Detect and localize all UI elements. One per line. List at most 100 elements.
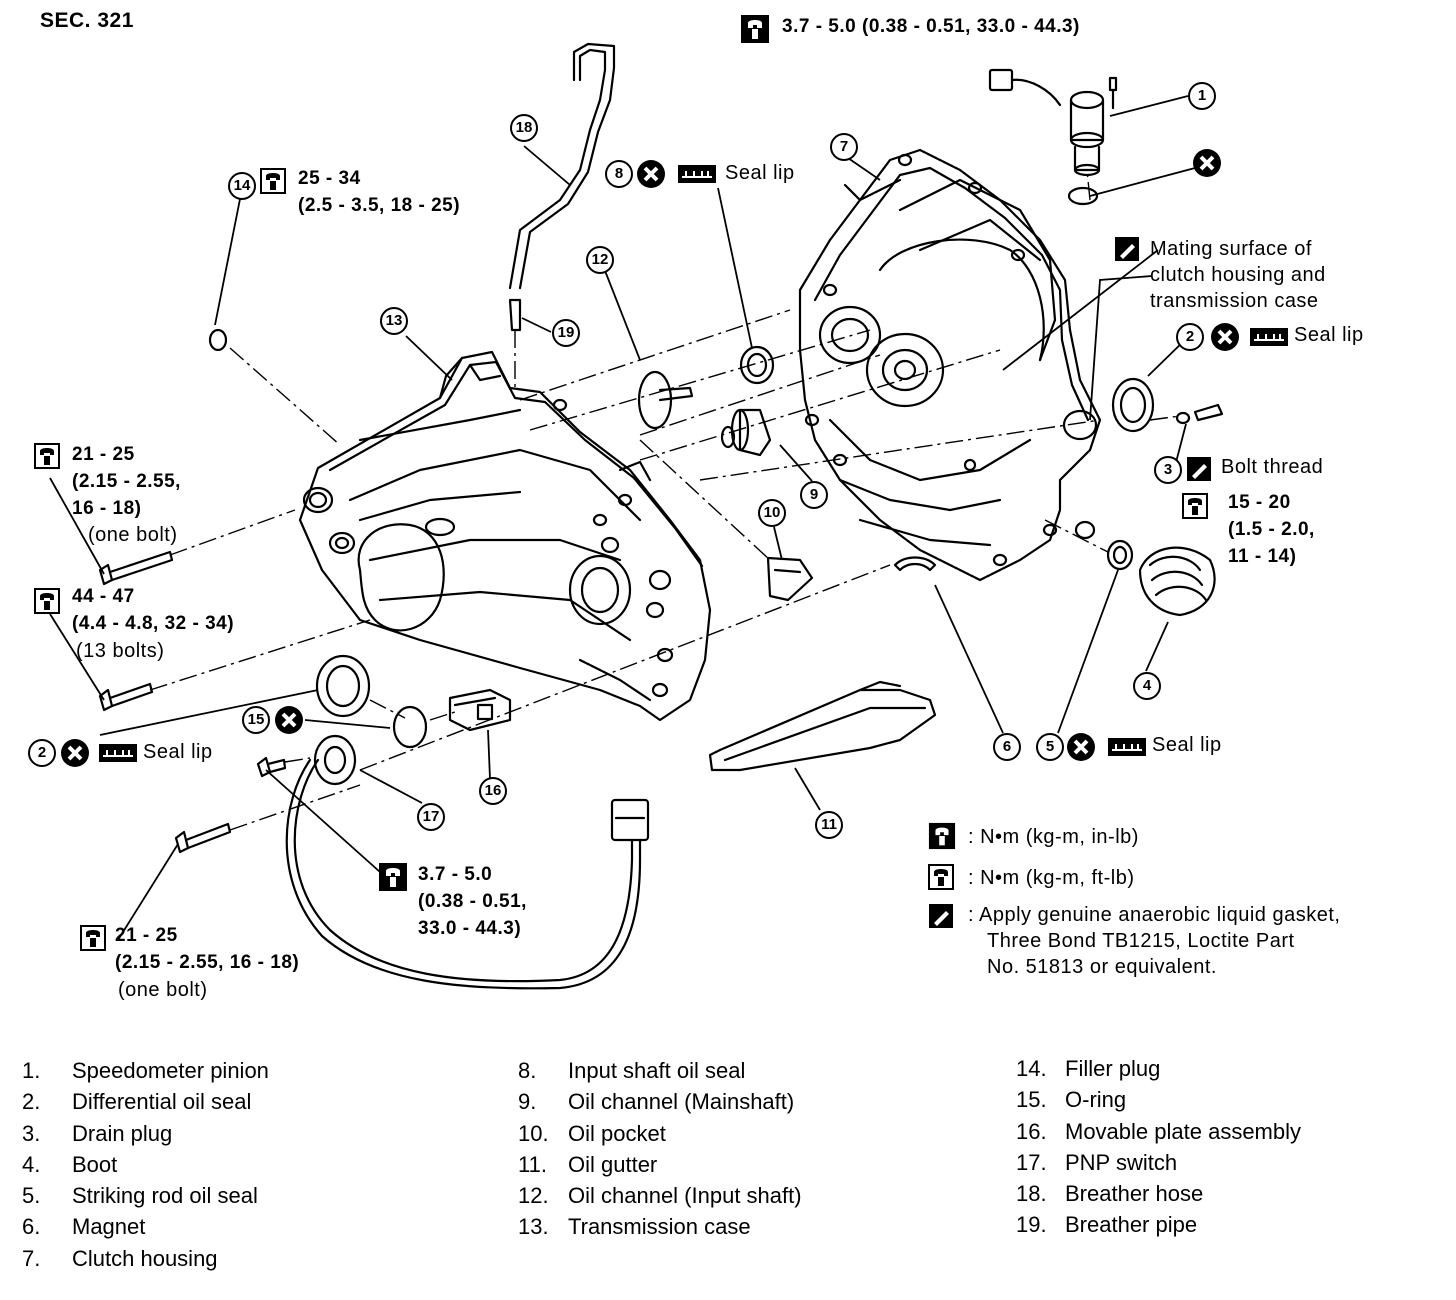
torque-spec-top: 3.7 - 5.0 (0.38 - 0.51, 33.0 - 44.3)	[782, 16, 1080, 37]
callout-5: 5	[1036, 733, 1064, 761]
key-inlb: : N•m (kg-m, in-lb)	[968, 826, 1139, 848]
parts-list-item: 2. Differential oil seal	[22, 1086, 462, 1117]
replace-part-icon	[1193, 149, 1221, 177]
liquid-gasket-icon	[1115, 237, 1139, 261]
callout-4: 4	[1133, 672, 1161, 700]
torque-spec-left1-line1: 21 - 25	[72, 444, 135, 465]
torque-spec-bottom-line1: 21 - 25	[115, 925, 178, 946]
torque-wrench-inlb-icon	[741, 15, 769, 43]
callout-2: 2	[28, 739, 56, 767]
torque-spec-mid-line3: 33.0 - 44.3)	[418, 918, 522, 939]
part-number: 16.	[1016, 1118, 1047, 1144]
parts-list-item: 1. Speedometer pinion	[22, 1055, 462, 1086]
parts-list-item: 17.PNP switch	[1016, 1147, 1436, 1178]
parts-list-col3: 14.Filler plug 15.O-ring 16.Movable plat…	[1016, 1053, 1436, 1241]
torque-spec-left1-line4: (one bolt)	[88, 524, 178, 546]
transmission-case-drawing	[298, 350, 712, 722]
part-number: 1.	[22, 1058, 41, 1083]
torque-spec-left1-line3: 16 - 18)	[72, 498, 142, 519]
torque-wrench-ftlb-icon	[34, 443, 60, 469]
torque-spec-bottom-line2: (2.15 - 2.55, 16 - 18)	[115, 952, 300, 973]
part-number: 12.	[518, 1183, 549, 1209]
callout-14: 14	[228, 172, 256, 200]
callout-13: 13	[380, 307, 408, 335]
part-number: 2.	[22, 1089, 41, 1115]
torque-wrench-ftlb-icon	[260, 168, 286, 194]
callout-11: 11	[815, 811, 843, 839]
callout-18: 18	[510, 114, 538, 142]
part-number: 18.	[1016, 1181, 1047, 1207]
torque-spec-14-line1: 25 - 34	[298, 168, 361, 189]
seal-lip-label: Seal lip	[143, 741, 213, 763]
parts-list-item: 4. Boot	[22, 1149, 462, 1180]
callout-1: 1	[1188, 82, 1216, 110]
torque-wrench-ftlb-icon	[34, 588, 60, 614]
part-number: 17.	[1016, 1149, 1047, 1175]
parts-list-item: 3.Drain plug	[22, 1118, 462, 1149]
part-name: Breather hose	[1065, 1181, 1204, 1207]
liquid-gasket-icon	[929, 904, 953, 928]
parts-list-item: 19.Breather pipe	[1016, 1209, 1436, 1240]
replace-part-icon	[637, 160, 665, 188]
key-gasket-line2: Three Bond TB1215, Loctite Part	[987, 930, 1295, 952]
parts-list-item: 12. Oil channel (Input shaft)	[518, 1180, 958, 1211]
part-number: 6.	[22, 1214, 41, 1240]
callout-16: 16	[479, 777, 507, 805]
grease-seal-lip-icon	[678, 165, 716, 183]
part-number: 7.	[22, 1245, 41, 1271]
torque-wrench-ftlb-icon	[1182, 493, 1208, 519]
part-number: 11.	[518, 1151, 547, 1177]
grease-seal-lip-icon	[99, 744, 137, 762]
parts-list-item: 7.Clutch housing	[22, 1243, 462, 1274]
part-number: 19.	[1016, 1212, 1047, 1238]
part-number: 5.	[22, 1183, 41, 1209]
parts-list-item: 10. Oil pocket	[518, 1118, 958, 1149]
replace-part-icon	[275, 706, 303, 734]
part-name: Oil channel (Mainshaft)	[568, 1089, 795, 1115]
callout-9: 9	[800, 481, 828, 509]
seal-lip-label: Seal lip	[1152, 734, 1222, 756]
part-name: O-ring	[1065, 1087, 1127, 1113]
part-name: Differential oil seal	[72, 1089, 252, 1115]
part-name: Boot	[72, 1151, 118, 1177]
part-name: Magnet	[72, 1214, 146, 1240]
part-number: 13.	[518, 1214, 549, 1240]
key-ftlb: : N•m (kg-m, ft-lb)	[968, 867, 1135, 889]
torque-wrench-ftlb-icon	[80, 925, 106, 951]
speedometer-pinion-drawing	[988, 68, 1118, 206]
parts-list-item: 11.Oil gutter	[518, 1149, 958, 1180]
part-name: Oil channel (Input shaft)	[568, 1183, 802, 1209]
part-name: Speedometer pinion	[72, 1058, 269, 1083]
liquid-gasket-icon	[1187, 457, 1211, 481]
torque-spec-left1-line2: (2.15 - 2.55,	[72, 471, 181, 492]
part-name: Input shaft oil seal	[568, 1058, 746, 1083]
part-name: Filler plug	[1065, 1056, 1161, 1081]
part-number: 4.	[22, 1151, 41, 1177]
mating-surface-line3: transmission case	[1150, 290, 1319, 312]
torque-spec-mid-line2: (0.38 - 0.51,	[418, 891, 527, 912]
torque-spec-3-line2: (1.5 - 2.0,	[1228, 519, 1315, 540]
callout-3: 3	[1154, 456, 1182, 484]
part-number: 10.	[518, 1120, 549, 1146]
torque-spec-left2-line2: (4.4 - 4.8, 32 - 34)	[72, 613, 235, 634]
mating-surface-line2: clutch housing and	[1150, 264, 1326, 286]
mating-surface-line1: Mating surface of	[1150, 238, 1312, 260]
grease-seal-lip-icon	[1250, 328, 1288, 346]
parts-list-item: 6. Magnet	[22, 1211, 462, 1242]
callout-17: 17	[417, 803, 445, 831]
torque-spec-left2-line3: (13 bolts)	[76, 640, 165, 662]
callout-19: 19	[552, 319, 580, 347]
parts-list-item: 13.Transmission case	[518, 1211, 958, 1242]
parts-list-col1: 1. Speedometer pinion 2. Differential oil …	[22, 1055, 462, 1274]
clutch-housing-drawing	[798, 148, 1102, 582]
parts-list-item: 18. Breather hose	[1016, 1178, 1436, 1209]
torque-wrench-inlb-icon	[928, 822, 956, 850]
callout-6: 6	[993, 733, 1021, 761]
grease-seal-lip-icon	[1108, 738, 1146, 756]
part-name: Oil pocket	[568, 1120, 666, 1146]
callout-12: 12	[586, 246, 614, 274]
part-number: 14.	[1016, 1056, 1047, 1081]
parts-list-item: 5.Striking rod oil seal	[22, 1180, 462, 1211]
parts-list-item: 16.Movable plate assembly	[1016, 1116, 1436, 1147]
